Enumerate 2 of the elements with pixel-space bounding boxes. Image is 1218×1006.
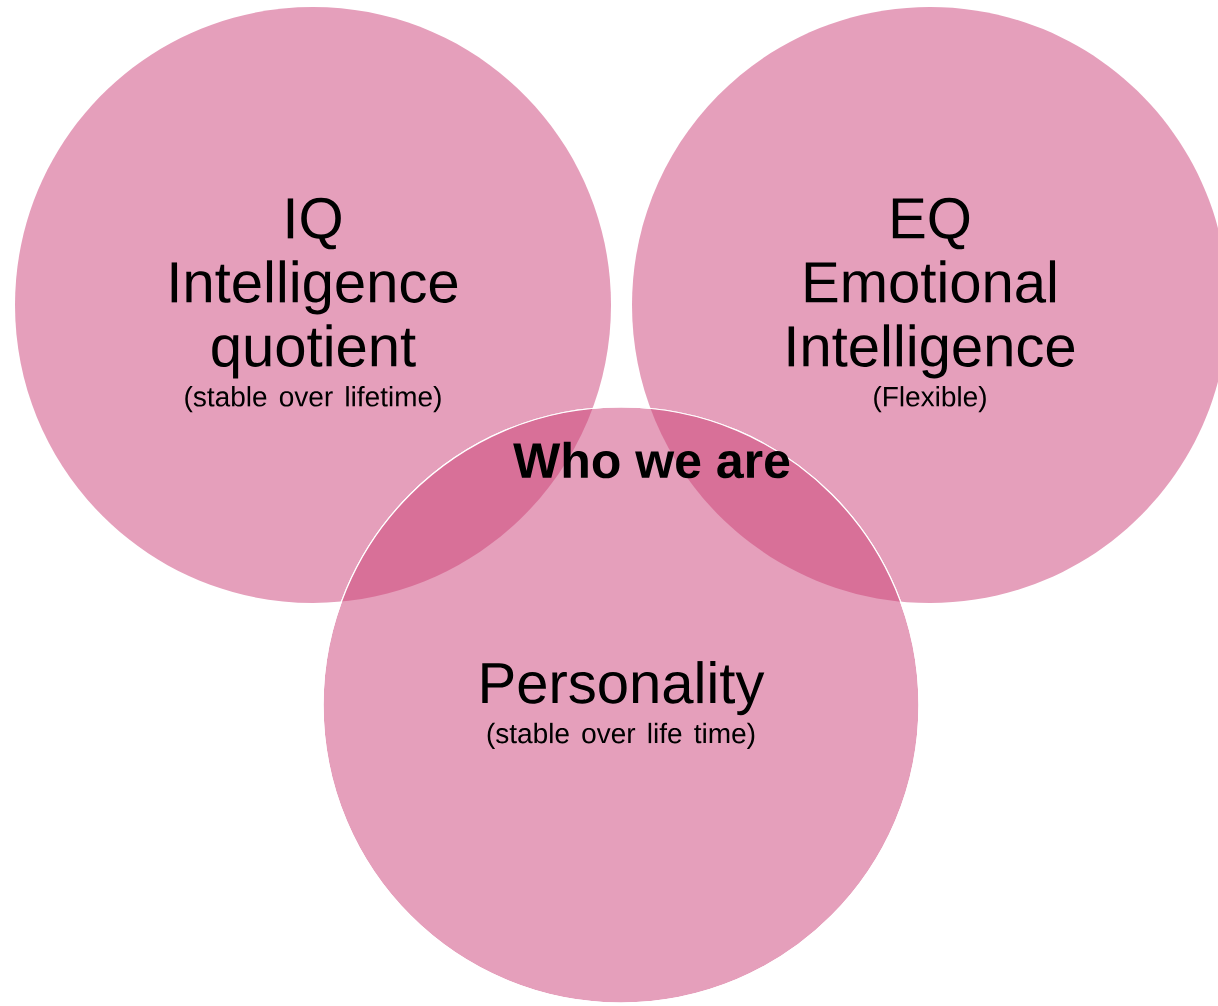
node-label: Personality (482, 661, 765, 716)
node-label: (stable over life time) (487, 722, 755, 749)
